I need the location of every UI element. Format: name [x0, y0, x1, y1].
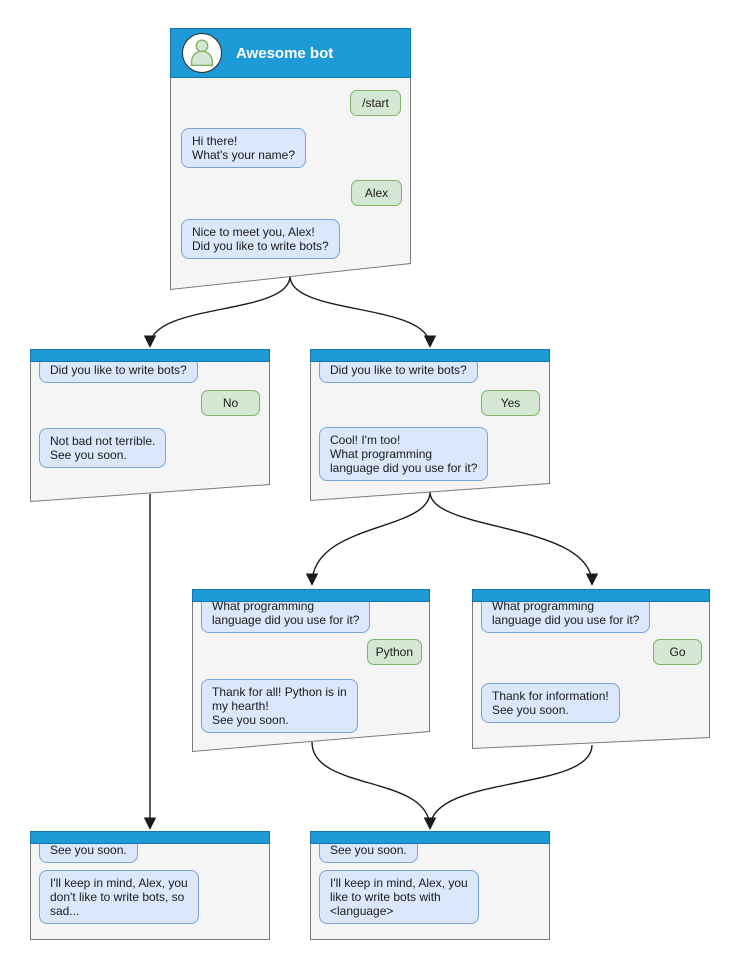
chat-header: Awesome bot [170, 28, 411, 78]
user-reply-bubble: /start [350, 90, 401, 116]
chat-window-lang-python: What programming language did you use fo… [192, 589, 430, 753]
user-reply-bubble: Alex [351, 180, 402, 206]
user-reply-bubble: Python [366, 639, 422, 665]
bot-message-bubble: Hi there! What's your name? [181, 128, 307, 168]
chat-title: Awesome bot [236, 44, 334, 62]
flow-edge-yes-python [305, 491, 431, 586]
user-reply-bubble: Go [653, 639, 702, 665]
flow-edge-yes-go [429, 491, 599, 586]
bot-message-bubble: I'll keep in mind, Alex, you like to wri… [319, 870, 479, 924]
chat-window-lang-go: What programming language did you use fo… [472, 589, 710, 750]
chat-header-bar [192, 589, 430, 602]
bot-message-bubble: Nice to meet you, Alex! Did you like to … [181, 219, 340, 259]
chat-window-end-yes: See you soon. I'll keep in mind, Alex, y… [310, 831, 550, 941]
bot-message-bubble: Not bad not terrible. See you soon. [39, 428, 167, 468]
user-reply-bubble: No [201, 390, 260, 416]
flow-edge-go-end [423, 744, 593, 830]
person-icon [182, 33, 222, 73]
bot-message-bubble: Thank for all! Python is in my hearth! S… [201, 679, 358, 733]
chat-window-branch-no: Did you like to write bots? No Not bad n… [30, 349, 270, 503]
flow-edge-python-end [311, 741, 437, 830]
chat-header-bar [472, 589, 710, 602]
chat-header-bar [310, 349, 550, 362]
bot-message-bubble: Thank for information! See you soon. [481, 683, 620, 723]
bot-message-bubble: Cool! I'm too! What programming language… [319, 427, 489, 481]
chat-header-bar [30, 349, 270, 362]
chat-window-root: Awesome bot /start Hi there! What's your… [170, 28, 411, 291]
chat-window-branch-yes: Did you like to write bots? Yes Cool! I'… [310, 349, 550, 502]
chat-window-end-no: See you soon. I'll keep in mind, Alex, y… [30, 831, 270, 941]
user-reply-bubble: Yes [481, 390, 540, 416]
chat-header-bar [310, 831, 550, 844]
bot-message-bubble: I'll keep in mind, Alex, you don't like … [39, 870, 199, 924]
chat-header-bar [30, 831, 270, 844]
